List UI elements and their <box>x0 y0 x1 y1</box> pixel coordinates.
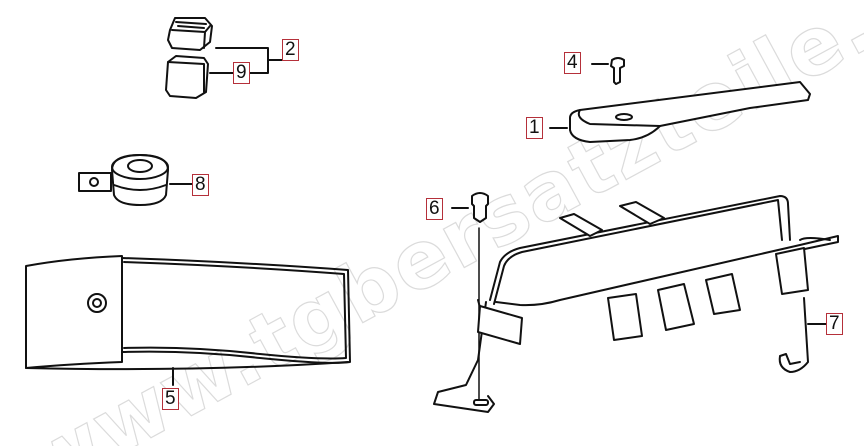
rubber-mount-icon <box>78 154 169 206</box>
screw-icon <box>610 57 625 85</box>
clip-part-icon <box>167 17 213 51</box>
bracket-frame-icon <box>433 195 839 413</box>
tank-cover-icon <box>25 255 351 371</box>
callout-6[interactable]: 7 <box>826 313 843 335</box>
callout-5[interactable]: 5 <box>162 388 179 410</box>
rubber-block-icon <box>165 55 209 99</box>
callout-4[interactable]: 4 <box>564 52 581 74</box>
callout-9[interactable]: 9 <box>233 62 250 84</box>
callout-1[interactable]: 1 <box>526 117 543 139</box>
cover-plate-icon <box>569 81 811 143</box>
callout-7[interactable]: 6 <box>426 198 443 220</box>
screw-icon <box>471 192 489 223</box>
callout-2[interactable]: 2 <box>282 39 299 61</box>
callout-8[interactable]: 8 <box>192 174 209 196</box>
